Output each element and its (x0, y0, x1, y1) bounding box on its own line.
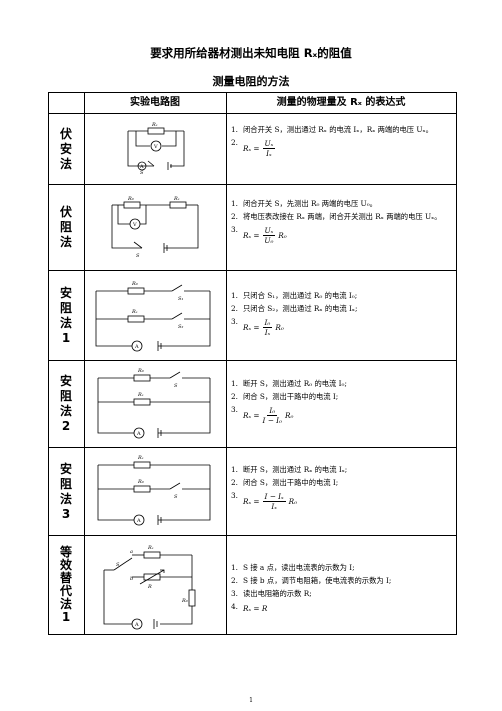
method-name-voltammetry: 伏安法 (59, 126, 72, 171)
svg-text:R₀: R₀ (127, 196, 134, 202)
method-name-volt-resistor: 伏阻法 (59, 205, 72, 249)
svg-text:R: R (147, 584, 152, 590)
circuit-diagram-amp-resistor-3: Rₓ R₀ S A (97, 455, 211, 526)
svg-text:A: A (136, 431, 141, 437)
svg-text:A: A (134, 622, 139, 628)
steps-amp-resistor-2: 1.断开 S，测出通过 R₀ 的电流 I₀; 2.闭合 S，测出干路中的电流 I… (231, 379, 347, 425)
svg-text:S: S (174, 383, 178, 389)
svg-text:S₁: S₁ (178, 296, 183, 302)
page-number: 1 (249, 697, 253, 704)
svg-text:S: S (136, 253, 140, 259)
svg-text:R₀: R₀ (137, 479, 144, 485)
svg-text:Rₓ: Rₓ (173, 196, 180, 202)
svg-text:Rₓ: Rₓ (147, 545, 154, 551)
header-circuit: 实验电路图 (130, 97, 180, 108)
circuit-diagram-amp-resistor-1: R₀ Rₓ S₁ S₂ A (95, 281, 211, 352)
circuit-diagram-amp-resistor-2: R₀ Rₓ S A (97, 368, 211, 439)
svg-text:a: a (130, 549, 133, 555)
svg-text:R₀: R₀ (137, 368, 144, 374)
svg-text:A: A (139, 164, 144, 170)
svg-text:S₂: S₂ (178, 324, 183, 330)
svg-text:Rₓ: Rₓ (137, 392, 144, 398)
svg-text:A: A (134, 344, 139, 350)
circuit-diagram-voltammetry: Rₓ V S A (127, 122, 185, 176)
svg-text:R₀: R₀ (131, 281, 138, 287)
svg-text:Rₓ: Rₓ (151, 122, 158, 128)
steps-volt-resistor: 1.闭合开关 S，先测出 R₀ 两端的电压 U₀。 2.将电压表改接在 Rₓ 两… (231, 199, 442, 245)
resistor-rx (147, 127, 165, 135)
svg-text:R₀: R₀ (181, 598, 188, 604)
svg-text:V: V (132, 222, 137, 228)
header-steps: 测量的物理量及 Rₓ 的表达式 (276, 97, 406, 108)
svg-text:S: S (140, 170, 144, 176)
svg-text:S: S (174, 494, 178, 500)
page-subtitle: 测量电阻的方法 (212, 75, 290, 88)
svg-text:b: b (130, 576, 133, 582)
steps-equivalent-substitution: 1.S 接 a 点，读出电流表的示数为 I; 2.S 接 b 点，调节电阻箱，使… (231, 563, 392, 613)
steps-amp-resistor-3: 1.断开 S，测出通过 Rₓ 的电流 Iₓ; 2.闭合 S，测出干路中的电流 I… (231, 465, 348, 511)
svg-text:S: S (116, 562, 120, 568)
svg-text:Rₓ: Rₓ (137, 455, 144, 461)
svg-text:V: V (153, 144, 158, 150)
circuit-diagram-equivalent-substitution: a b S Rₓ R R₀ A (103, 545, 196, 630)
page-title: 要求用所给器材测出未知电阻 Rₓ的阻值 (150, 46, 352, 60)
steps-voltammetry: 1.闭合开关 S，测出通过 Rₓ 的电流 Iₓ，Rₓ 两端的电压 Uₓ。 2. … (231, 125, 433, 158)
circuit-diagram-volt-resistor: R₀ Rₓ V S (111, 196, 199, 259)
steps-amp-resistor-1: 1.只闭合 S₁，测出通过 R₀ 的电流 I₀; 2.只闭合 S₂，测出通过 R… (231, 291, 358, 337)
svg-text:A: A (136, 518, 141, 524)
svg-text:Rₓ: Rₓ (131, 309, 138, 315)
